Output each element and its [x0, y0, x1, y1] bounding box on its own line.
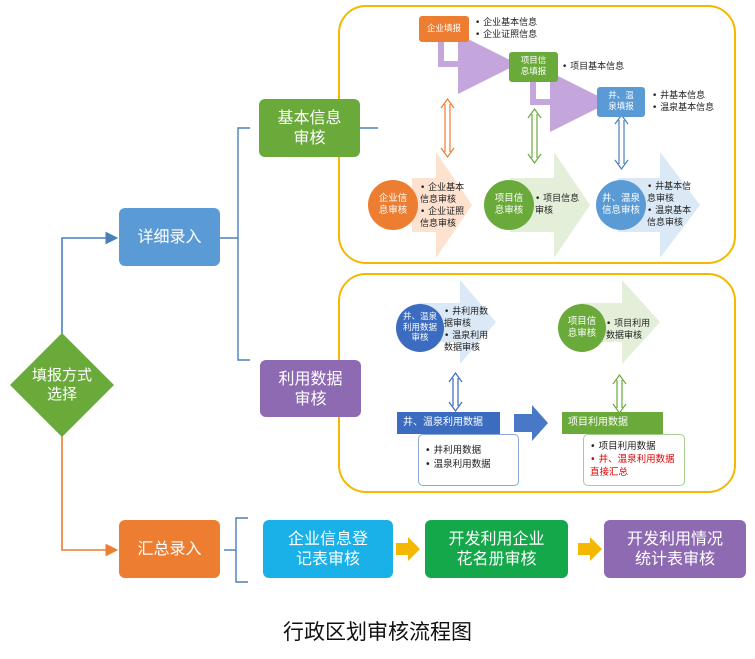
company-audit-note: • 企业基本 信息审核 • 企业证照 信息审核: [420, 183, 465, 229]
summary-arrow-2: [578, 537, 602, 561]
project-use-audit-note: • 项目利用 数据审核: [606, 319, 651, 341]
summary-entry-node: 汇总录入: [119, 520, 220, 578]
project-use-audit-circle: 项目信 息审核: [558, 304, 606, 352]
well-use-audit-circle: 井、温泉 利用数据 审核: [396, 304, 444, 352]
project-fill-node: 项目信 息填报: [509, 52, 558, 82]
project-use-data-panel: • 项目利用数据 • 井、温泉利用数据 直接汇总: [583, 434, 685, 486]
double-arrow-orange: [440, 97, 455, 159]
chevron-green: [510, 152, 590, 258]
project-to-well-arrow: [530, 72, 610, 132]
basic-info-audit-node: 基本信息 审核: [259, 99, 360, 157]
chevron-green-2: [580, 280, 660, 364]
company-fill-note: • 企业基本信息 • 企业证照信息: [475, 18, 538, 40]
use-flow-arrow: [514, 405, 548, 441]
well-fill-node: 井、温 泉填报: [597, 87, 645, 117]
project-use-data-header: 项目利用数据: [562, 412, 663, 434]
company-register-audit-node: 企业信息登 记表审核: [263, 520, 393, 578]
company-fill-node: 企业填报: [419, 16, 469, 42]
summary-arrow-1: [396, 537, 420, 561]
project-fill-note: • 项目基本信息: [562, 62, 625, 72]
choice-to-summary-arrow: [61, 432, 119, 557]
project-use-data-list: • 项目利用数据: [590, 441, 656, 452]
project-use-direct-summary: • 井、温泉利用数据 直接汇总: [590, 454, 675, 478]
well-audit-circle: 井、温泉 信息审核: [596, 180, 646, 230]
choice-diamond: 填报方式 选择: [10, 333, 114, 437]
well-use-data-list: • 井利用数据 • 温泉利用数据: [425, 445, 491, 470]
well-use-audit-note: • 井利用数 据审核 • 温泉利用 数据审核: [444, 307, 489, 353]
diagram-title: 行政区划审核流程图: [283, 620, 472, 644]
well-audit-note: • 井基本信 息审核 • 温泉基本 信息审核: [647, 182, 692, 228]
choice-label: 填报方式 选择: [31, 366, 92, 403]
company-audit-circle: 企业信 息审核: [368, 180, 418, 230]
project-audit-note: • 项目信息 审核: [535, 194, 580, 216]
use-data-audit-node: 利用数据 审核: [260, 360, 361, 417]
company-to-project-arrow: [438, 34, 518, 94]
choice-to-detail-arrow: [61, 231, 119, 335]
project-audit-circle: 项目信 息审核: [484, 180, 534, 230]
roster-audit-node: 开发利用企业 花名册审核: [425, 520, 568, 578]
well-fill-note: • 井基本信息 • 温泉基本信息: [652, 91, 715, 113]
detail-entry-node: 详细录入: [119, 208, 220, 266]
chevron-blue: [618, 152, 700, 258]
chevron-orange: [412, 152, 472, 258]
double-arrow-navy: [448, 371, 463, 413]
statistics-audit-node: 开发利用情况 统计表审核: [604, 520, 746, 578]
summary-bracket: [235, 517, 248, 583]
well-use-data-panel: • 井利用数据 • 温泉利用数据: [418, 434, 519, 486]
detail-bracket: [237, 127, 250, 361]
chevron-blue-2: [418, 280, 496, 364]
well-use-data-header: 井、温泉利用数据: [397, 412, 500, 434]
double-arrow-green: [527, 107, 542, 165]
